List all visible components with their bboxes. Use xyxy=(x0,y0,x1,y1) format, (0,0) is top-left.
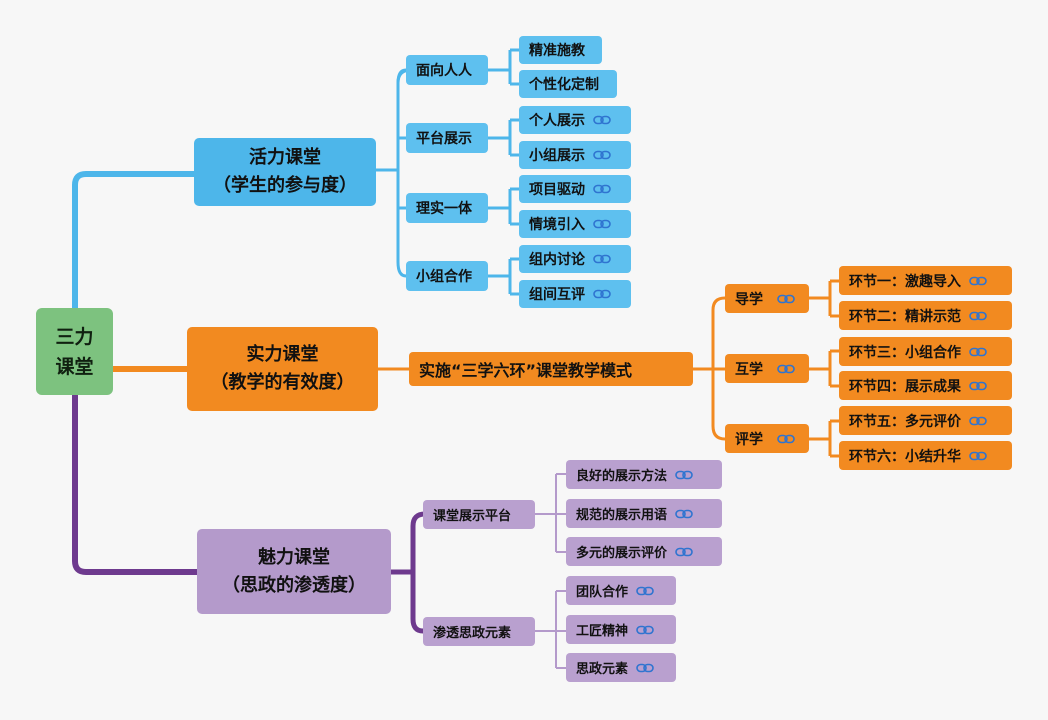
step-label: 环节五：多元评价 xyxy=(849,413,961,430)
leaf-label: 精准施教 xyxy=(529,43,585,59)
leaf-label: 思政元素 xyxy=(576,662,629,677)
vitality-group-3[interactable]: 小组合作 xyxy=(406,261,488,291)
link-icon[interactable] xyxy=(675,547,693,557)
branch-vitality-title: 活力课堂 xyxy=(249,147,321,168)
group-label: 小组合作 xyxy=(416,269,472,285)
stage-label: 导学 xyxy=(735,291,763,308)
leaf-label: 多元的展示评价 xyxy=(576,546,668,561)
strength-stage-0[interactable]: 导学 xyxy=(725,284,809,313)
strength-step[interactable]: 环节四：展示成果 xyxy=(839,371,1012,400)
charm-leaf[interactable]: 团队合作 xyxy=(566,576,676,605)
charm-leaf[interactable]: 多元的展示评价 xyxy=(566,537,722,566)
group-label: 渗透思政元素 xyxy=(433,626,512,641)
link-icon[interactable] xyxy=(593,219,611,229)
branch-vitality-subtitle: （学生的参与度） xyxy=(213,175,357,196)
charm-group-1[interactable]: 渗透思政元素 xyxy=(423,617,535,646)
branch-charm[interactable]: 魅力课堂 （思政的渗透度） xyxy=(197,529,391,614)
link-icon[interactable] xyxy=(777,434,795,444)
branch-strength-title: 实力课堂 xyxy=(246,344,319,365)
step-label: 环节一：激趣导入 xyxy=(849,273,961,290)
strength-stage-1[interactable]: 互学 xyxy=(725,354,809,383)
vitality-leaf[interactable]: 小组展示 xyxy=(519,141,631,169)
charm-leaf[interactable]: 思政元素 xyxy=(566,653,676,682)
leaf-label: 个人展示 xyxy=(529,113,585,129)
leaf-label: 团队合作 xyxy=(576,585,629,600)
strength-step[interactable]: 环节二：精讲示范 xyxy=(839,301,1012,330)
branch-strength-subtitle: （教学的有效度） xyxy=(210,372,355,393)
vitality-leaf[interactable]: 项目驱动 xyxy=(519,175,631,203)
leaf-label: 良好的展示方法 xyxy=(576,469,668,484)
vitality-group-2[interactable]: 理实一体 xyxy=(406,193,488,223)
leaf-label: 项目驱动 xyxy=(529,182,585,198)
vitality-leaf[interactable]: 情境引入 xyxy=(519,210,631,238)
vitality-leaf[interactable]: 组间互评 xyxy=(519,280,631,308)
link-icon[interactable] xyxy=(593,254,611,264)
branch-strength[interactable]: 实力课堂 （教学的有效度） xyxy=(187,327,378,411)
charm-leaf[interactable]: 良好的展示方法 xyxy=(566,460,722,489)
vitality-leaf[interactable]: 组内讨论 xyxy=(519,245,631,273)
branch-charm-title: 魅力课堂 xyxy=(258,546,330,568)
leaf-label: 小组展示 xyxy=(529,148,585,164)
leaf-label: 组内讨论 xyxy=(529,252,585,268)
step-label: 环节四：展示成果 xyxy=(849,378,961,395)
link-icon[interactable] xyxy=(636,663,654,673)
vitality-leaf[interactable]: 个人展示 xyxy=(519,106,631,134)
root-line1: 三力 xyxy=(55,325,94,348)
link-icon[interactable] xyxy=(593,184,611,194)
charm-group-0[interactable]: 课堂展示平台 xyxy=(423,500,535,529)
link-icon[interactable] xyxy=(593,150,611,160)
group-label: 平台展示 xyxy=(416,131,472,147)
link-icon[interactable] xyxy=(636,586,654,596)
strength-step[interactable]: 环节六：小结升华 xyxy=(839,441,1012,470)
leaf-label: 个性化定制 xyxy=(529,77,599,93)
strength-step[interactable]: 环节五：多元评价 xyxy=(839,406,1012,435)
leaf-label: 规范的展示用语 xyxy=(576,508,668,523)
strength-mode[interactable]: 实施“三学六环”课堂教学模式 xyxy=(409,352,693,386)
leaf-label: 组间互评 xyxy=(529,287,585,303)
branch-charm-subtitle: （思政的渗透度） xyxy=(222,574,366,596)
link-icon[interactable] xyxy=(969,451,987,461)
link-icon[interactable] xyxy=(777,364,795,374)
link-icon[interactable] xyxy=(675,470,693,480)
link-icon[interactable] xyxy=(969,347,987,357)
link-icon[interactable] xyxy=(969,276,987,286)
charm-leaf[interactable]: 工匠精神 xyxy=(566,615,676,644)
root-node[interactable]: 三力 课堂 xyxy=(36,308,113,395)
link-icon[interactable] xyxy=(675,509,693,519)
step-label: 环节二：精讲示范 xyxy=(849,308,961,325)
stage-label: 评学 xyxy=(735,431,763,448)
stage-label: 互学 xyxy=(735,361,763,378)
vitality-leaf[interactable]: 个性化定制 xyxy=(519,70,617,98)
link-icon[interactable] xyxy=(777,294,795,304)
root-line2: 课堂 xyxy=(55,355,94,378)
strength-step[interactable]: 环节一：激趣导入 xyxy=(839,266,1012,295)
link-icon[interactable] xyxy=(636,625,654,635)
strength-step[interactable]: 环节三：小组合作 xyxy=(839,337,1012,366)
step-label: 环节六：小结升华 xyxy=(849,448,961,465)
leaf-label: 工匠精神 xyxy=(576,624,629,639)
link-icon[interactable] xyxy=(969,311,987,321)
vitality-group-1[interactable]: 平台展示 xyxy=(406,123,488,153)
vitality-group-0[interactable]: 面向人人 xyxy=(406,55,488,85)
group-label: 面向人人 xyxy=(416,63,472,79)
mode-label: 实施“三学六环”课堂教学模式 xyxy=(419,361,633,380)
strength-stage-2[interactable]: 评学 xyxy=(725,424,809,453)
link-icon[interactable] xyxy=(969,416,987,426)
link-icon[interactable] xyxy=(593,289,611,299)
charm-leaf[interactable]: 规范的展示用语 xyxy=(566,499,722,528)
step-label: 环节三：小组合作 xyxy=(849,344,961,361)
link-icon[interactable] xyxy=(969,381,987,391)
vitality-leaf[interactable]: 精准施教 xyxy=(519,36,602,64)
leaf-label: 情境引入 xyxy=(529,217,585,233)
link-icon[interactable] xyxy=(593,115,611,125)
branch-vitality[interactable]: 活力课堂 （学生的参与度） xyxy=(194,138,376,206)
group-label: 课堂展示平台 xyxy=(433,509,512,524)
group-label: 理实一体 xyxy=(416,201,472,217)
